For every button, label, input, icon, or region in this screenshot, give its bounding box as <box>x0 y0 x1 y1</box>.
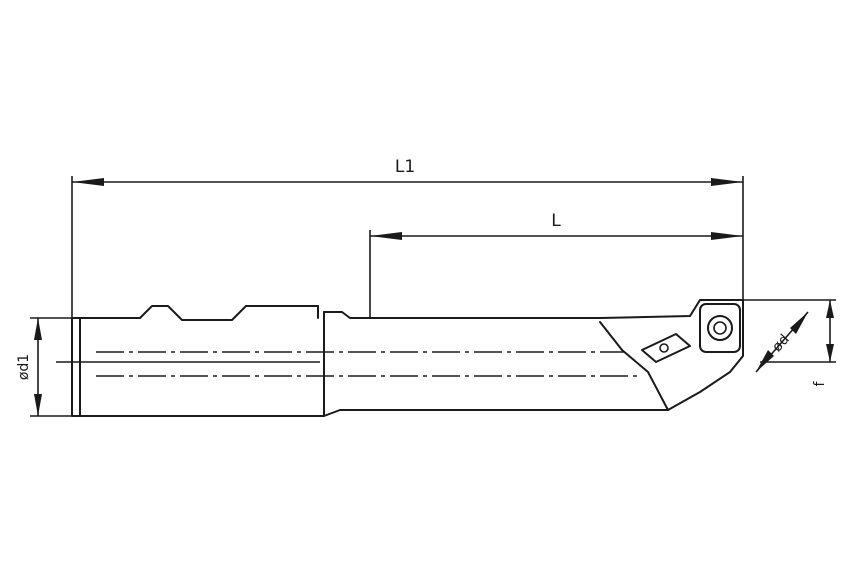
label-l: L <box>551 211 561 231</box>
label-d1: ød1 <box>16 354 32 380</box>
dimension-offset: f <box>760 300 836 386</box>
dimension-shank-diameter: ød1 <box>16 317 72 417</box>
dimension-length: L <box>369 211 743 318</box>
clamp-pin <box>659 343 669 353</box>
body-top-edge <box>323 311 601 319</box>
label-f: f <box>812 380 828 386</box>
arrow-d1-bottom <box>34 394 42 416</box>
arrow-left-l1 <box>72 178 104 186</box>
insert-outline <box>699 303 741 353</box>
head-lower-edge <box>667 299 744 411</box>
coolant-channels <box>56 351 640 377</box>
tool-body <box>71 299 744 417</box>
arrow-head-top <box>790 312 808 334</box>
arrow-right-l <box>711 232 743 240</box>
label-l1: L1 <box>395 157 415 177</box>
arrow-left-l <box>370 232 402 240</box>
arrow-right-l1 <box>711 178 743 186</box>
head-top-edge <box>599 299 744 319</box>
arrow-f-bottom <box>826 344 834 362</box>
shank-top-edge <box>79 305 319 321</box>
shank-end <box>71 317 81 417</box>
head-chip-face <box>599 321 669 411</box>
insert-screw-icon <box>707 315 733 341</box>
cutting-insert <box>641 303 741 363</box>
arrow-head-bottom <box>756 350 774 372</box>
dimension-overall-length: L1 <box>71 157 744 318</box>
arrow-f-top <box>826 300 834 318</box>
clamp-outline <box>641 333 691 363</box>
body-bottom-edge <box>323 409 669 417</box>
insert-screw-inner <box>713 321 727 335</box>
arrow-d1-top <box>34 318 42 340</box>
